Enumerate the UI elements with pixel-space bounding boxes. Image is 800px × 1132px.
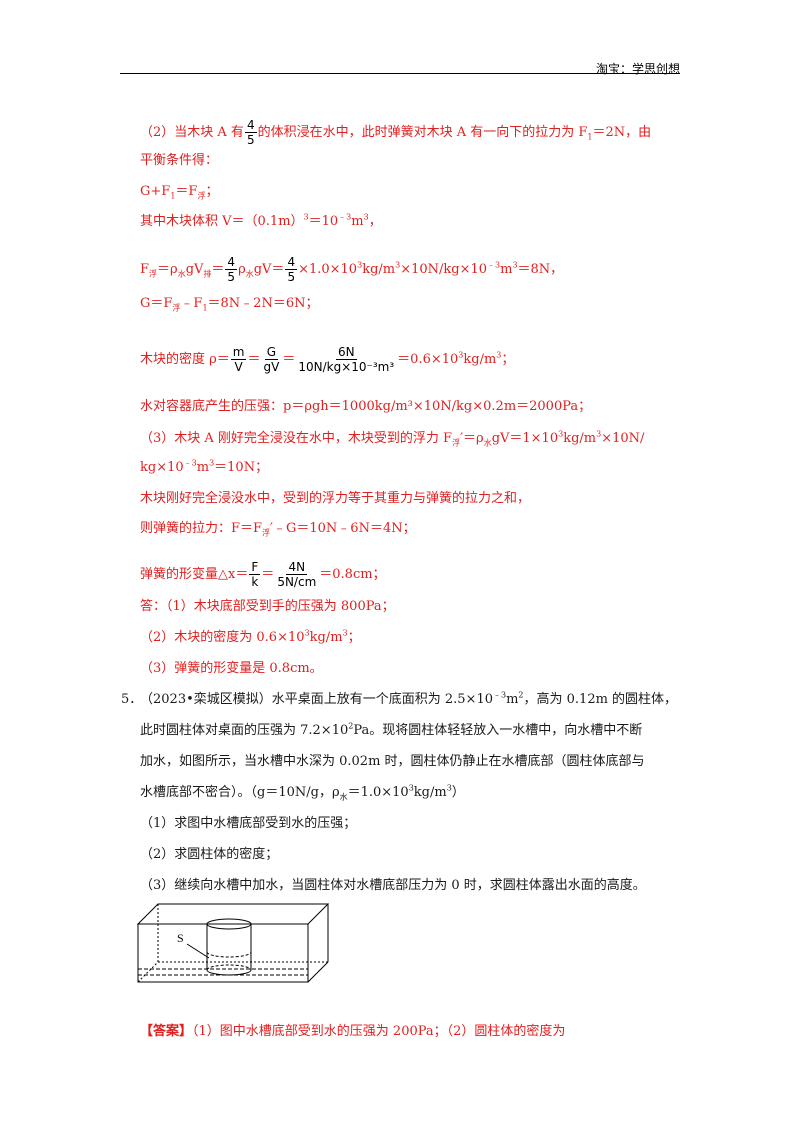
solution-line-3: G+F1＝F浮； [140, 184, 219, 201]
solution-line-11: 木块刚好完全浸没水中，受到的浮力等于其重力与弹簧的拉力之和， [140, 491, 531, 506]
question-line-3: 加水，如图所示，当水槽中水深为 0.02m 时，圆柱体仍静止在水槽底部（圆柱体底… [140, 754, 645, 769]
solution-line-6: G＝F浮﹣F1＝8N﹣2N＝6N； [140, 296, 319, 313]
page-header: 淘宝：学思创想 [595, 62, 680, 76]
solution-line-14: 答：（1）木块底部受到手的压强为 800Pa； [140, 599, 395, 614]
solution-line-15: （2）木块的密度为 0.6×103kg/m3； [140, 628, 361, 645]
cylinder [206, 918, 252, 976]
solution-line-4: 其中木块体积 V＝（0.1m）3＝10﹣3m3， [140, 212, 382, 229]
question-line-2: 此时圆柱体对桌面的压强为 7.2×102Pa。现将圆柱体轻轻放入一水槽中，向水槽… [140, 721, 643, 738]
solution-line-16: （3）弹簧的形变量是 0.8cm。 [140, 661, 323, 676]
cylinder-label: S [177, 931, 184, 945]
solution-line-2: 平衡条件得： [140, 153, 219, 168]
tank [136, 903, 330, 983]
solution-line-9: （3）木块 A 刚好完全浸没在水中，木块受到的浮力 F浮′＝ρ水gV＝1×103… [140, 429, 645, 448]
answer-line: 【答案】（1）图中水槽底部受到水的压强为 200Pa；（2）圆柱体的密度为 [140, 1023, 565, 1041]
answer-text: （1）图中水槽底部受到水的压强为 200Pa；（2）圆柱体的密度为 [192, 1024, 566, 1039]
question-line-1: （2023•栾城区模拟）水平桌面上放有一个底面积为 2.5×10﹣3m2，高为 … [140, 690, 678, 707]
sub-question-3: （3）继续向水槽中加水，当圆柱体对水槽底部压力为 0 时，求圆柱体露出水面的高度… [140, 878, 646, 893]
sub-question-1: （1）求图中水槽底部受到水的压强； [140, 816, 357, 831]
solution-line-12: 则弹簧的拉力：F＝F浮′﹣G＝10N﹣6N＝4N； [140, 521, 416, 538]
sub-question-2: （2）求圆柱体的密度； [140, 847, 279, 862]
question-line-4: 水槽底部不密合）。（g＝10N/g，ρ水＝1.0×103kg/m3） [140, 783, 465, 802]
answer-tag: 【答案】 [140, 1024, 193, 1039]
question-number: 5． [121, 692, 143, 707]
solution-line-10: kg×10﹣3m3＝10N； [140, 458, 269, 475]
header-rule [120, 73, 680, 74]
label-leader [186, 943, 210, 959]
solution-line-8: 水对容器底产生的压强：p＝ρgh＝1000kg/m³×10N/kg×0.2m＝2… [140, 399, 592, 414]
water-surface [138, 968, 308, 976]
tank-diagram: S [136, 903, 330, 983]
